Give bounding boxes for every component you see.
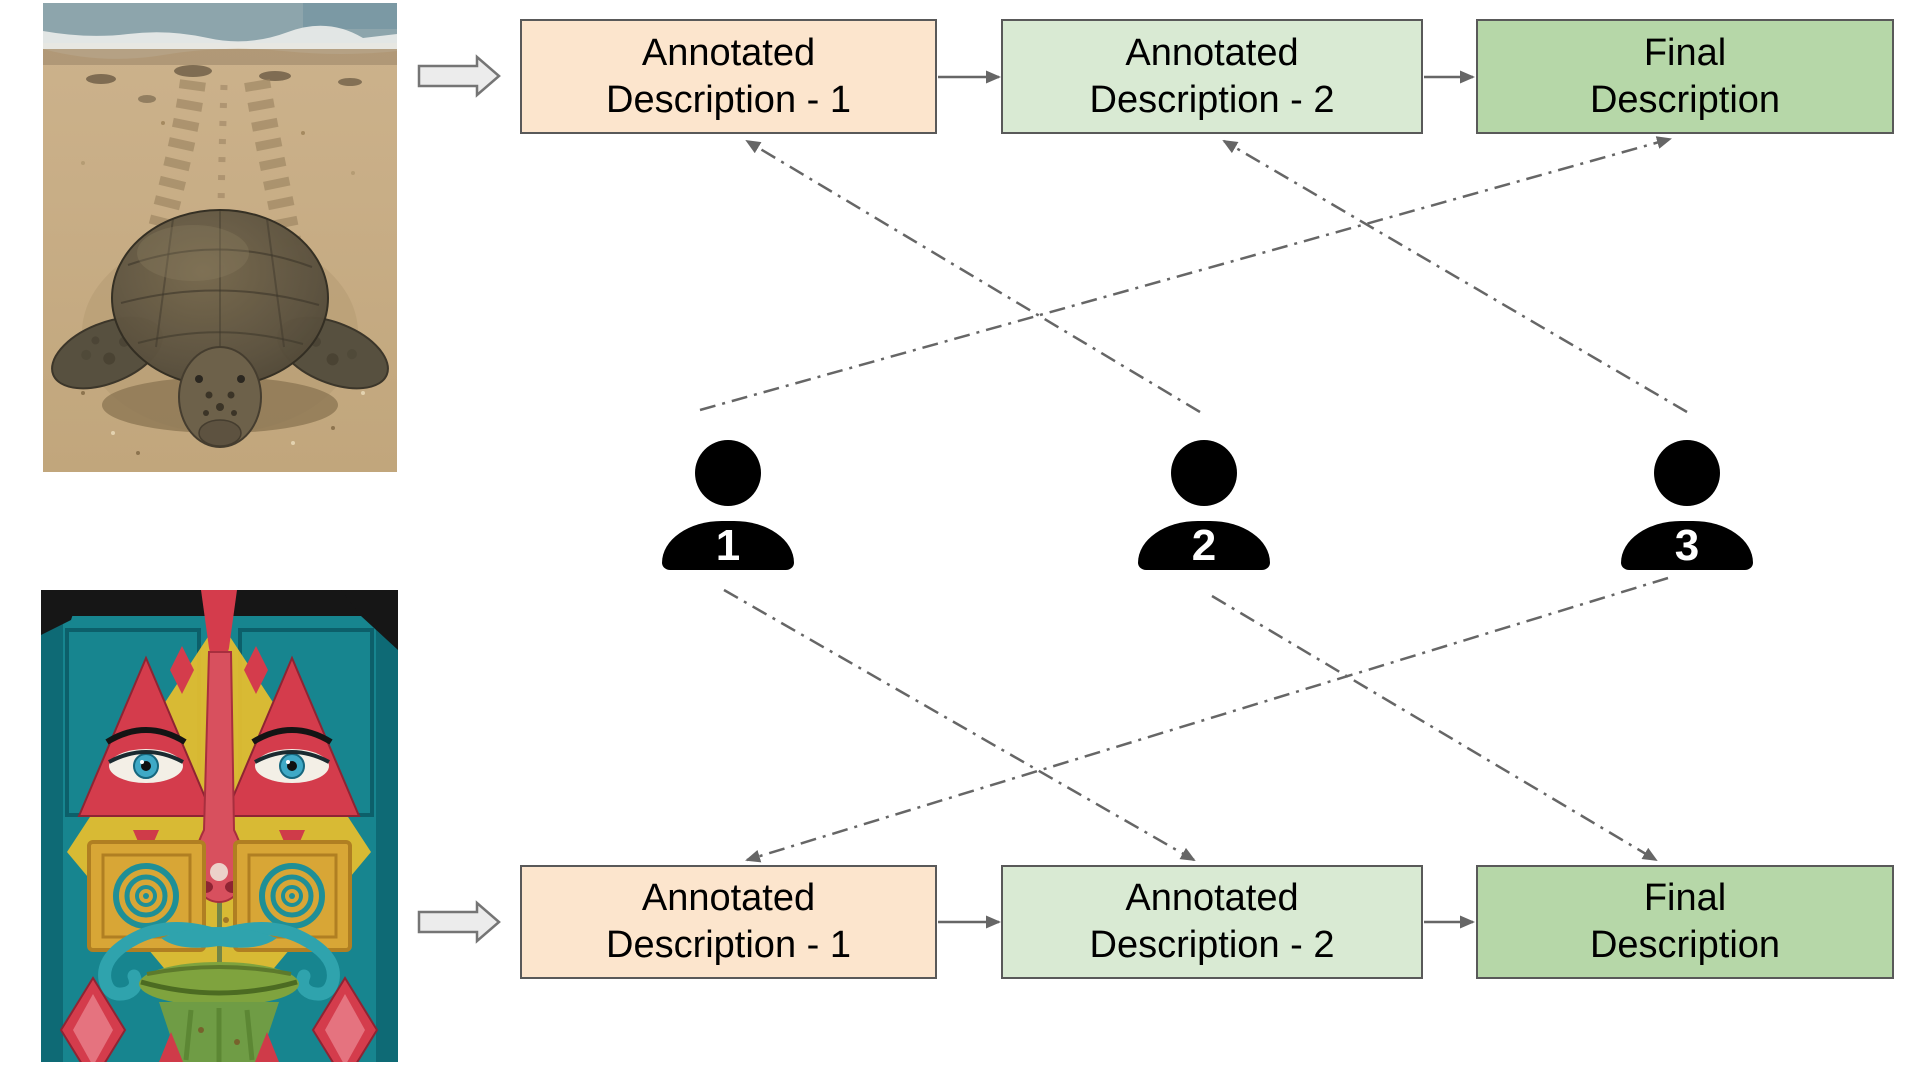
box-label-line2: Description - 1 [606, 78, 851, 121]
dashline-annotator3-to-top-box2 [1222, 139, 1688, 414]
box-label-line2: Description [1589, 78, 1781, 121]
block-arrow-icon-top [417, 54, 501, 98]
person-head-icon [1171, 440, 1237, 506]
person-body-icon: 2 [1138, 521, 1270, 570]
sea-turtle-illustration [43, 3, 397, 472]
sea-turtle-photo [43, 3, 397, 472]
box-label-line2: Description [1589, 924, 1781, 966]
box-label-line2: Description - 1 [606, 924, 851, 966]
painted-door-photo [41, 590, 398, 1062]
annotator-number: 2 [1191, 520, 1217, 570]
dashline-annotator1-to-top-box3 [699, 136, 1672, 412]
box-label-line1: Annotated [1125, 877, 1299, 919]
annotator-icon-2: 2 [1138, 440, 1270, 570]
top-box-annotated-description-2: Annotated Description - 2 [1001, 19, 1423, 134]
bottom-box-final-description: Final Description [1476, 865, 1894, 979]
bottom-box-annotated-description-2: Annotated Description - 2 [1001, 865, 1423, 979]
top-box-final-description: Final Description [1476, 19, 1894, 134]
person-head-icon [1654, 440, 1720, 506]
annotator-number: 1 [715, 520, 741, 570]
dashline-annotator3-to-bottom-box1 [745, 576, 1669, 863]
box-label-line2: Description - 2 [1089, 924, 1335, 966]
box-label-line1: Annotated [641, 877, 816, 919]
box-label-line1: Annotated [1125, 31, 1299, 74]
dashline-annotator2-to-top-box1 [745, 139, 1201, 414]
box-label-line2: Description - 2 [1089, 78, 1335, 121]
box-label-line1: Final [1643, 31, 1727, 74]
person-body-icon: 3 [1621, 521, 1753, 570]
bottom-box-annotated-description-1: Annotated Description - 1 [520, 865, 937, 979]
person-body-icon: 1 [662, 521, 794, 570]
box-label-line1: Annotated [641, 31, 816, 74]
annotator-icon-1: 1 [662, 440, 794, 570]
top-box-annotated-description-1: Annotated Description - 1 [520, 19, 937, 134]
annotator-icon-3: 3 [1621, 440, 1753, 570]
painted-door-illustration [41, 590, 398, 1062]
box-label-line1: Final [1643, 877, 1727, 919]
dashline-annotator2-to-bottom-box3 [1211, 594, 1658, 862]
dashline-annotator1-to-bottom-box2 [723, 588, 1196, 862]
person-head-icon [695, 440, 761, 506]
block-arrow-icon-bottom [417, 900, 501, 944]
annotator-number: 3 [1674, 520, 1700, 570]
